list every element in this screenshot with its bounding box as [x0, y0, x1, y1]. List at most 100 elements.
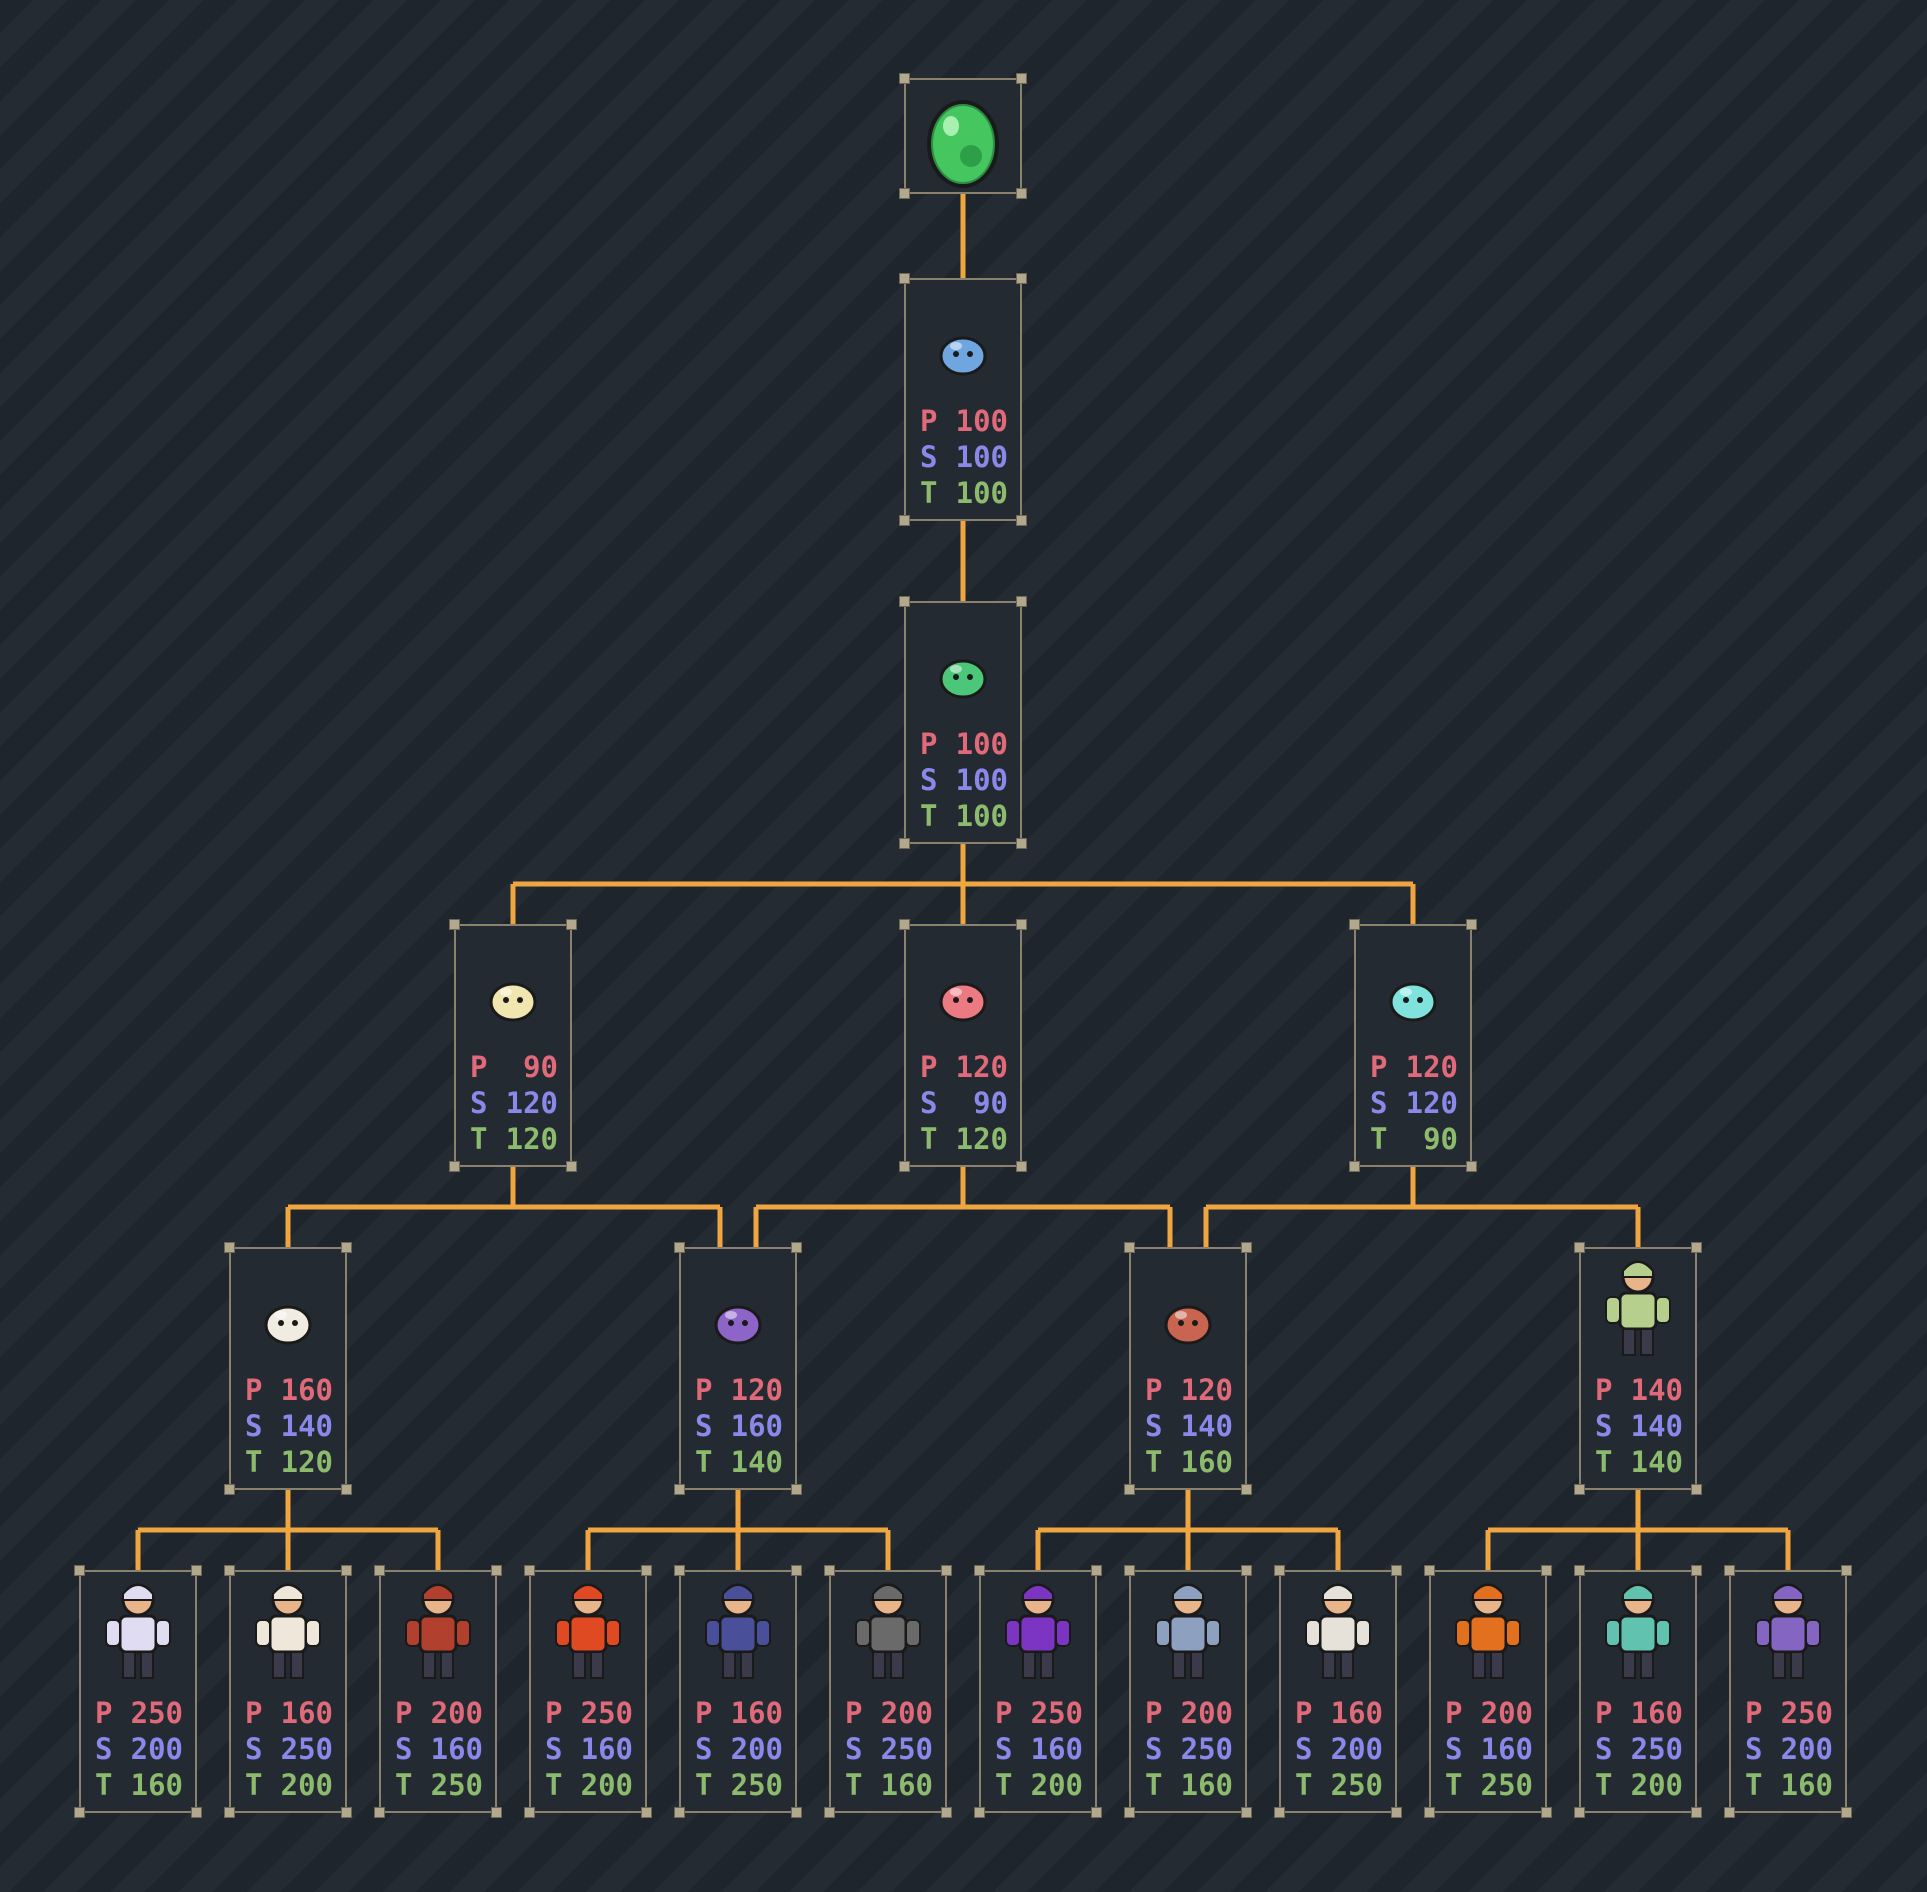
- frame-corner: [1091, 1807, 1102, 1818]
- frame-corner: [1691, 1807, 1702, 1818]
- frame-corner: [1016, 1161, 1027, 1172]
- frame-corner: [1241, 1565, 1252, 1576]
- stat-value-p: 100: [955, 404, 1008, 438]
- stat-label-t: T: [1445, 1768, 1463, 1802]
- stat-label-t: T: [1145, 1445, 1163, 1479]
- green-egg-icon: [906, 86, 1020, 190]
- frame-corner: [791, 1484, 802, 1495]
- stat-value-s: 200: [730, 1732, 783, 1766]
- frame-corner: [191, 1565, 202, 1576]
- stat-label-s: S: [920, 1086, 938, 1120]
- frame-corner: [1016, 273, 1027, 284]
- stat-value-t: 200: [1630, 1768, 1683, 1802]
- stat-label-s: S: [1595, 1409, 1613, 1443]
- stat-label-s: S: [1745, 1732, 1763, 1766]
- stat-value-p: 200: [880, 1696, 933, 1730]
- stat-value-t: 160: [130, 1768, 183, 1802]
- frame-corner: [1016, 596, 1027, 607]
- stat-value-p: 250: [1780, 1696, 1833, 1730]
- stat-value-s: 200: [1330, 1732, 1383, 1766]
- zombie-jester-icon: [1731, 1578, 1845, 1682]
- frame-corner: [1691, 1484, 1702, 1495]
- stat-value-t: 140: [730, 1445, 783, 1479]
- frame-corner: [1724, 1807, 1735, 1818]
- stat-label-p: P: [245, 1373, 263, 1407]
- frame-corner: [1124, 1242, 1135, 1253]
- stat-row-s: S 160: [545, 1731, 633, 1767]
- frame-corner: [1574, 1242, 1585, 1253]
- stat-value-s: 140: [280, 1409, 333, 1443]
- frame-corner: [566, 919, 577, 930]
- frame-corner: [1541, 1565, 1552, 1576]
- stat-label-t: T: [1295, 1768, 1313, 1802]
- stat-value-p: 120: [1405, 1050, 1458, 1084]
- stat-value-t: 160: [1180, 1768, 1233, 1802]
- stat-value-t: 120: [505, 1122, 558, 1156]
- frame-corner: [791, 1807, 802, 1818]
- tree-node-root[interactable]: [899, 73, 1027, 199]
- stat-value-s: 100: [955, 440, 1008, 474]
- frame-corner: [449, 1161, 460, 1172]
- cream-puff-icon: [456, 958, 570, 1028]
- stat-value-t: 100: [955, 799, 1008, 833]
- stat-label-s: S: [1595, 1732, 1613, 1766]
- stat-row-s: S 200: [1295, 1731, 1383, 1767]
- stat-label-s: S: [395, 1732, 413, 1766]
- stat-value-p: 200: [1480, 1696, 1533, 1730]
- frame-corner: [674, 1484, 685, 1495]
- stat-value-p: 250: [1030, 1696, 1083, 1730]
- stat-value-s: 120: [505, 1086, 558, 1120]
- stat-label-s: S: [470, 1086, 488, 1120]
- stat-value-s: 250: [880, 1732, 933, 1766]
- stat-value-p: 160: [280, 1696, 333, 1730]
- frame-corner: [1574, 1484, 1585, 1495]
- stat-label-s: S: [1295, 1732, 1313, 1766]
- stat-label-s: S: [545, 1732, 563, 1766]
- stat-value-t: 120: [955, 1122, 1008, 1156]
- stat-value-s: 160: [580, 1732, 633, 1766]
